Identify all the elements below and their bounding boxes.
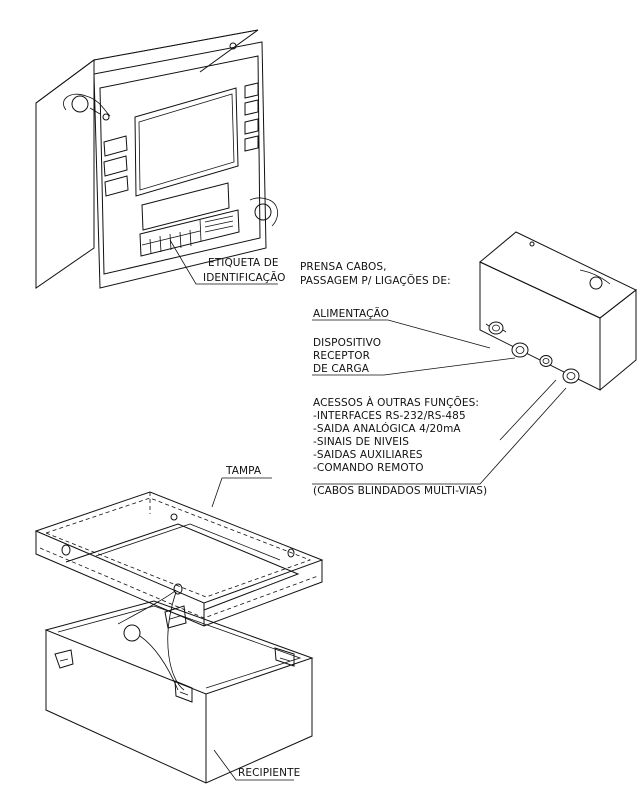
alimentacao-label: ALIMENTAÇÃO xyxy=(313,307,389,320)
front-panel-unit xyxy=(35,29,279,289)
rear-view-unit xyxy=(312,231,637,485)
container-recipiente xyxy=(44,589,314,784)
cable-gland-4 xyxy=(562,368,580,384)
cable-gland-1 xyxy=(485,321,507,335)
dispositivo-label-line3: DE CARGA xyxy=(313,363,370,375)
etiqueta-label-line2: IDENTIFICAÇÃO xyxy=(203,271,286,284)
cable-gland-3 xyxy=(539,355,553,367)
etiqueta-label-line1: ETIQUETA DE xyxy=(208,257,279,269)
acessos-item-4: -SAIDAS AUXILIARES xyxy=(313,449,423,461)
prensa-label-line2: PASSAGEM P/ LIGAÇÕES DE: xyxy=(300,274,451,287)
acessos-item-5: -COMANDO REMOTO xyxy=(313,462,424,474)
cable-gland-2 xyxy=(511,342,529,358)
acessos-title: ACESSOS À OUTRAS FUNÇÕES: xyxy=(313,396,479,409)
lid-tampa xyxy=(34,477,324,627)
prensa-label-line1: PRENSA CABOS, xyxy=(300,261,387,273)
acessos-item-1: -INTERFACES RS-232/RS-485 xyxy=(313,410,466,422)
acessos-item-3: -SINAIS DE NIVEIS xyxy=(313,436,409,448)
acessos-item-2: -SAIDA ANALÓGICA 4/20mA xyxy=(313,422,461,435)
tampa-label: TAMPA xyxy=(225,465,262,477)
cabos-label: (CABOS BLINDADOS MULTI-VIAS) xyxy=(313,485,487,497)
dispositivo-label-line1: DISPOSITIVO xyxy=(313,337,381,349)
dispositivo-label-line2: RECEPTOR xyxy=(313,350,370,362)
recipiente-label: RECIPIENTE xyxy=(238,767,300,779)
